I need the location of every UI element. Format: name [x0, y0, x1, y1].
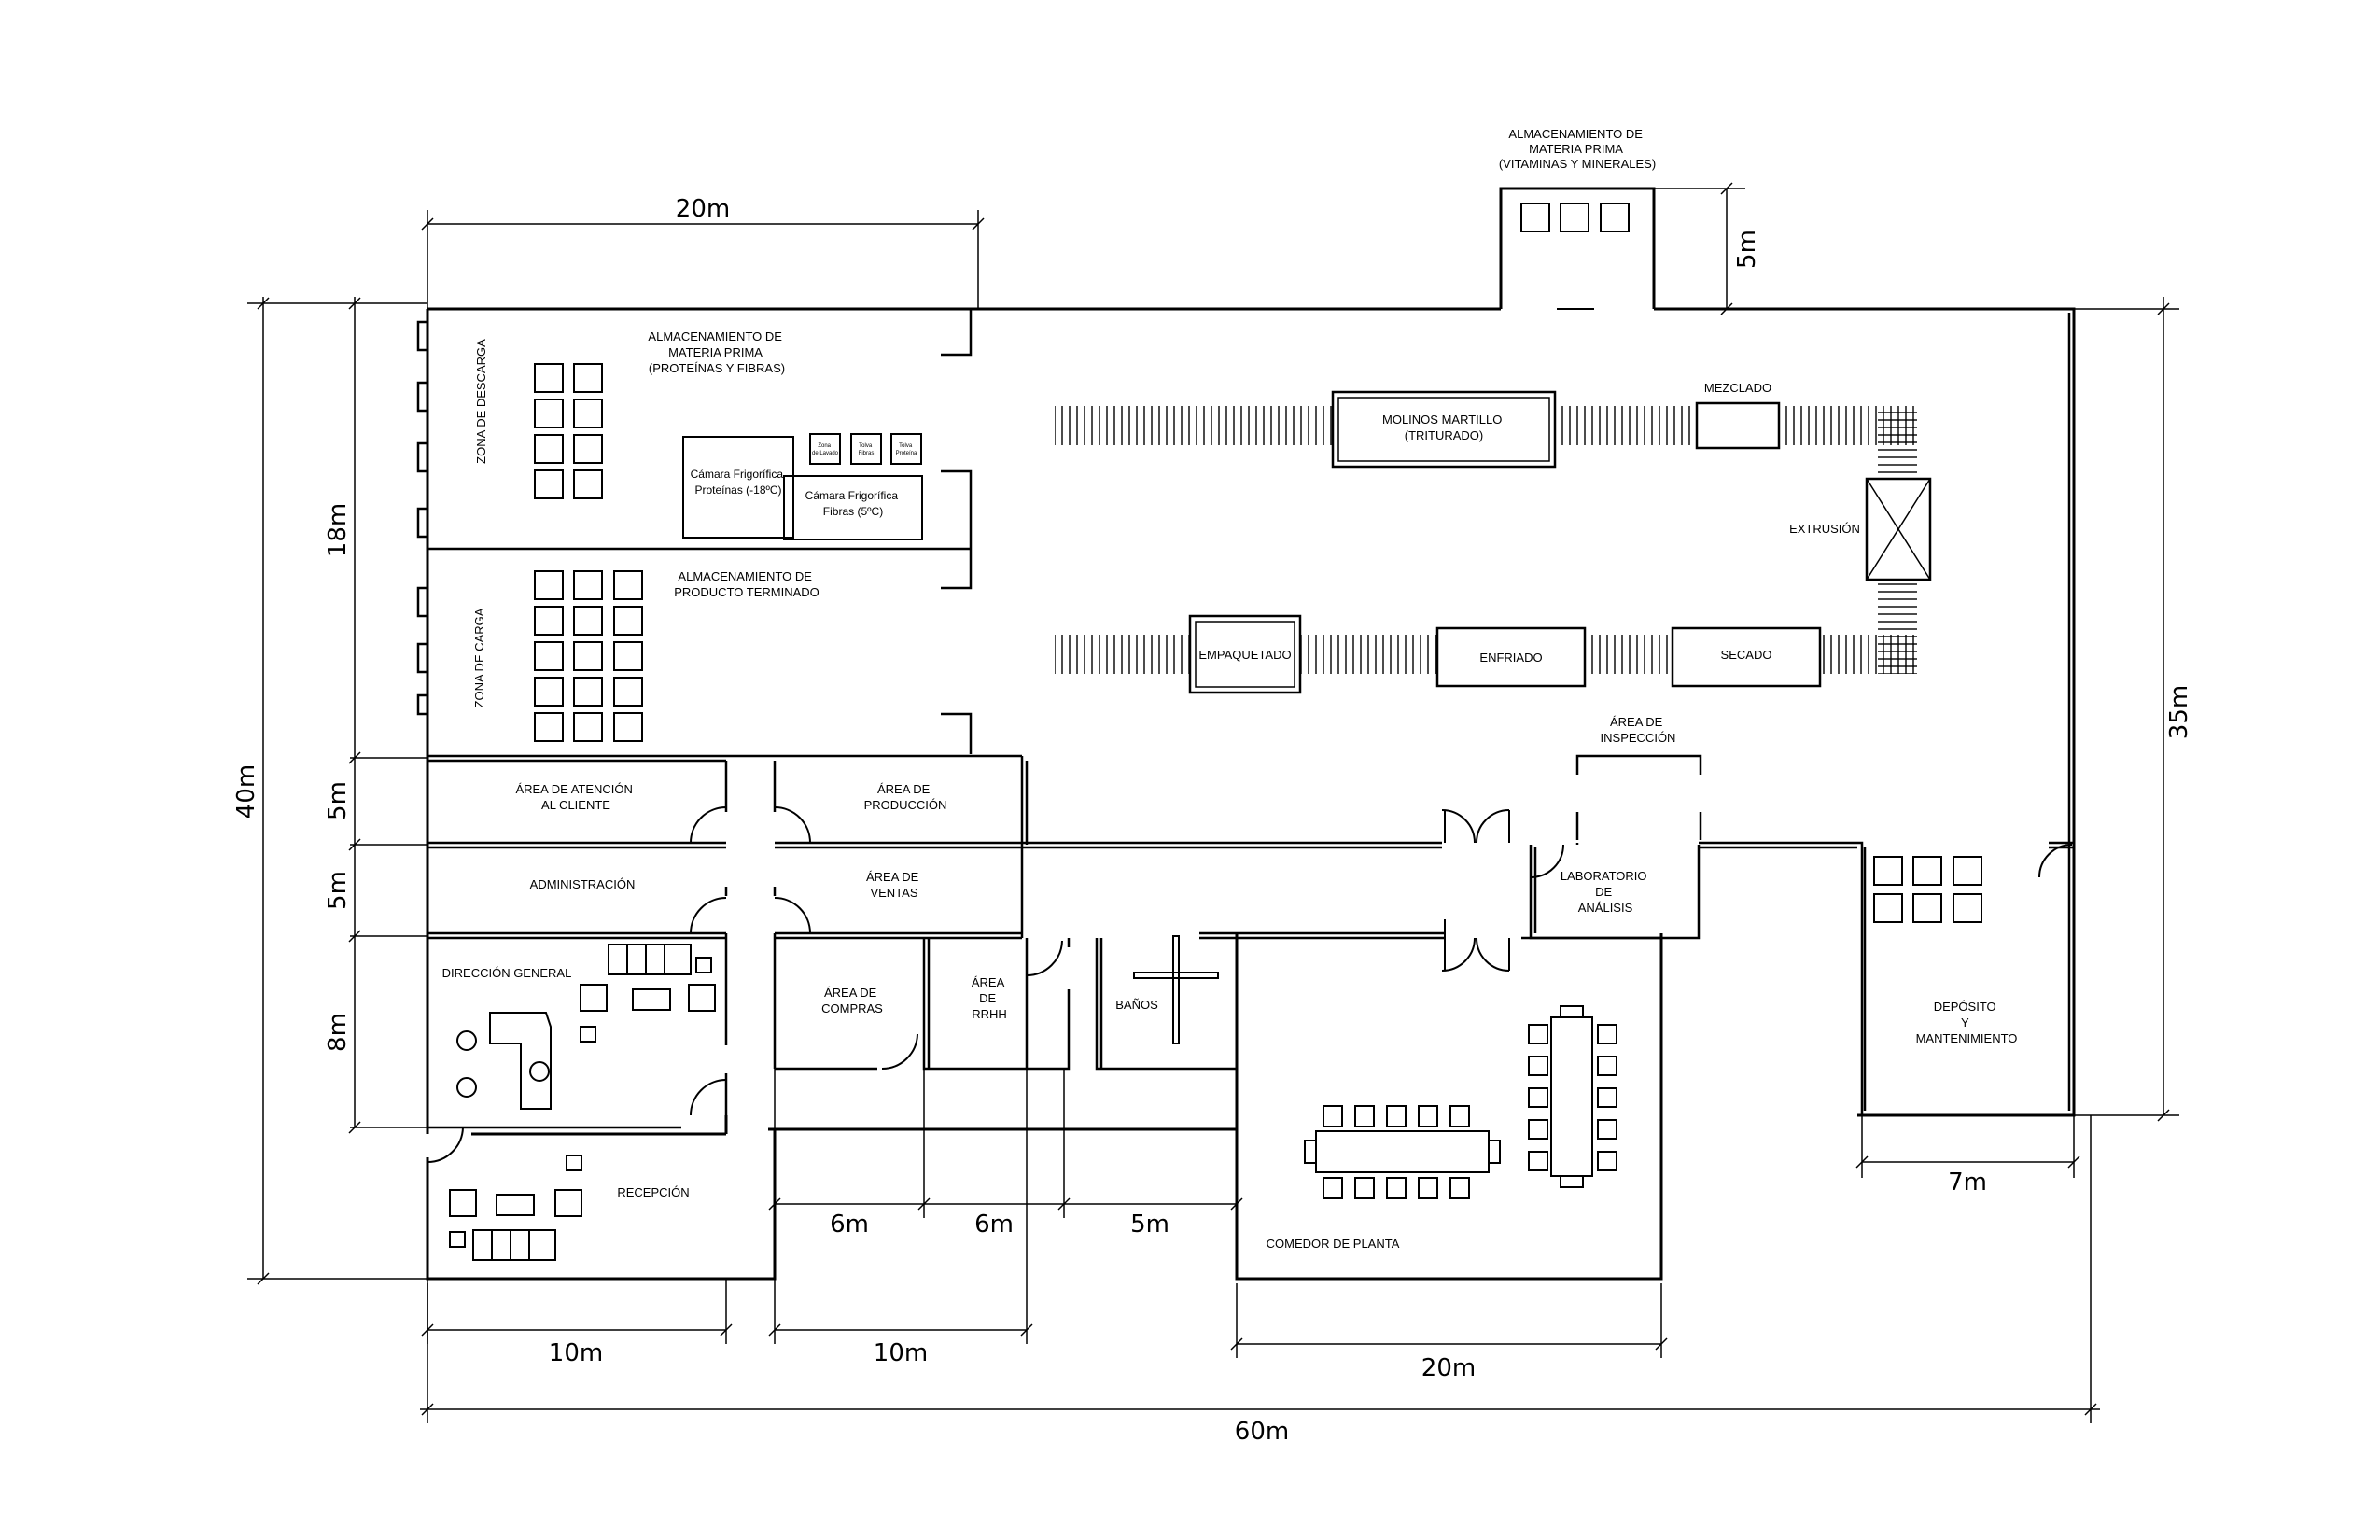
dim-annex-5m: 5m: [1733, 230, 1761, 269]
door-arc: [690, 897, 727, 934]
door-arc: [1530, 844, 1564, 878]
label-administracion: ADMINISTRACIÓN: [530, 877, 636, 891]
label-recepcion: RECEPCIÓN: [617, 1185, 689, 1199]
dim-bottom-10m-b: 10m: [874, 1339, 928, 1367]
door-arc: [774, 806, 811, 844]
annex-wall: [1499, 187, 1656, 309]
empaquetado-machine: [1188, 614, 1302, 694]
label-area-compras: ÁREA DE COMPRAS: [821, 986, 883, 1015]
label-laboratorio: LABORATORIO DE ANÁLISIS: [1561, 869, 1650, 915]
camara-proteinas-box: [682, 436, 794, 539]
production-line: [1055, 390, 1932, 694]
dim-right-35m: 35m: [2165, 685, 2193, 739]
dim-mid-6m-b: 6m: [974, 1211, 1014, 1239]
dim-left-8m: 8m: [324, 1013, 352, 1052]
bathroom-fixture: [1133, 935, 1219, 1044]
recepcion-wall: [426, 1129, 777, 1281]
dim-mid-5m: 5m: [1130, 1211, 1169, 1239]
label-area-inspeccion: ÁREA DE INSPECCIÓN: [1601, 715, 1676, 745]
dim-left-5m-a: 5m: [324, 781, 352, 820]
dim-deposit-7m: 7m: [1948, 1169, 1987, 1197]
dimension-lines: [247, 182, 2179, 1423]
mezclado-machine: [1695, 401, 1781, 450]
label-banos: BAÑOS: [1115, 998, 1158, 1012]
label-enfriado: ENFRIADO: [1479, 651, 1542, 665]
storage-boxes: [534, 203, 1982, 923]
label-atencion-cliente: ÁREA DE ATENCIÓN AL CLIENTE: [515, 782, 636, 812]
label-deposito: DEPÓSITO Y MANTENIMIENTO: [1916, 1000, 2018, 1045]
door-arc: [881, 1033, 918, 1070]
furniture: [449, 944, 1617, 1261]
dim-bottom-10m-a: 10m: [549, 1339, 603, 1367]
dim-left-18m: 18m: [324, 503, 352, 557]
comedor-wall: [1235, 933, 1663, 1281]
room-labels: ALMACENAMIENTO DE MATERIA PRIMA (VITAMIN…: [442, 127, 2018, 1251]
door-arc: [1026, 940, 1063, 976]
label-empaquetado: EMPAQUETADO: [1198, 648, 1291, 662]
label-small-box-3: Tolva Proteína: [896, 443, 917, 456]
dock-wall: [416, 320, 429, 716]
label-zona-descarga: ZONA DE DESCARGA: [474, 339, 488, 464]
outer-wall-top-right: [1654, 307, 2076, 1117]
label-producto-terminado: ALMACENAMIENTO DE PRODUCTO TERMINADO: [674, 569, 819, 599]
door-arc: [1441, 809, 1476, 844]
label-area-produccion: ÁREA DE PRODUCCIÓN: [864, 782, 947, 812]
label-molinos: MOLINOS MARTILLO (TRITURADO): [1382, 413, 1505, 442]
label-storage-proteins: ALMACENAMIENTO DE MATERIA PRIMA (PROTEÍN…: [648, 329, 785, 375]
label-secado: SECADO: [1721, 648, 1772, 662]
molinos-machine: [1331, 390, 1557, 469]
label-mezclado: MEZCLADO: [1704, 381, 1771, 395]
dim-bottom-20m: 20m: [1421, 1354, 1476, 1382]
door-arc: [690, 1079, 727, 1116]
label-storage-vitamins: ALMACENAMIENTO DE MATERIA PRIMA (VITAMIN…: [1499, 127, 1656, 171]
walls: [426, 187, 2076, 1281]
secado-machine: [1671, 626, 1822, 688]
label-small-box-1: Zona de Lavado: [812, 443, 839, 456]
dim-mid-6m-a: 6m: [830, 1211, 869, 1239]
label-camara-proteinas: Cámara Frigorífica Proteínas (-18ºC): [691, 468, 787, 497]
dim-left-5m-b: 5m: [324, 871, 352, 910]
door-arc: [690, 806, 727, 844]
dim-top-20m: 20m: [676, 195, 730, 223]
camara-fibras-box: [783, 475, 923, 540]
label-comedor: COMEDOR DE PLANTA: [1267, 1237, 1400, 1251]
door-arc: [427, 1127, 464, 1163]
label-camara-fibras: Cámara Frigorífica Fibras (5ºC): [805, 489, 902, 518]
door-arc: [1441, 937, 1476, 972]
label-direccion-general: DIRECCIÓN GENERAL: [442, 966, 572, 980]
label-extrusion: EXTRUSIÓN: [1789, 522, 1860, 536]
label-area-rrhh: ÁREA DE RRHH: [972, 975, 1007, 1021]
door-arc: [1476, 937, 1510, 972]
doors: [427, 806, 2073, 1163]
door-arc: [1476, 809, 1510, 844]
dimension-labels: 20m 5m 40m 18m 5m 5m 8m 35m 7m 6m 6m 5m …: [232, 195, 2193, 1446]
door-arc: [774, 897, 811, 934]
label-small-box-2: Tolva Fibras: [859, 443, 875, 456]
door-arc: [2038, 844, 2073, 878]
enfriado-machine: [1435, 626, 1587, 688]
label-zona-carga: ZONA DE CARGA: [472, 608, 486, 707]
dim-left-40m: 40m: [232, 764, 260, 819]
label-area-ventas: ÁREA DE VENTAS: [866, 870, 922, 900]
partitions: [427, 309, 2074, 1129]
dim-total-60m: 60m: [1235, 1418, 1289, 1446]
